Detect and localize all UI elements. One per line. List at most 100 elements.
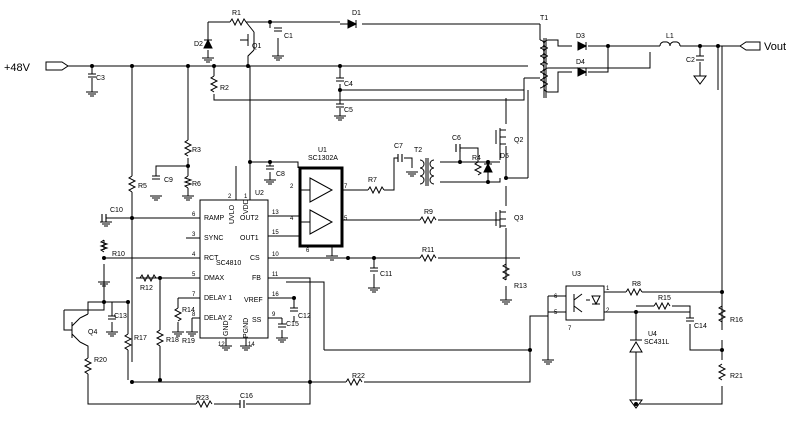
u3-pin-num: 1	[606, 286, 610, 292]
r10-body	[99, 239, 109, 253]
u3-optocoupler: U3 6 5 7 1 2	[554, 271, 610, 332]
r20-body	[83, 357, 93, 375]
r9-body	[419, 215, 437, 225]
diodes: D1 D2 D3 D4 D5	[194, 10, 588, 173]
vout-port: Vout	[739, 41, 786, 53]
r6-body	[183, 175, 193, 189]
u4-part: SC431L	[644, 339, 669, 346]
c9-label: C9	[164, 177, 173, 184]
u2-pin-num: 3	[192, 232, 196, 238]
u4-ref: U4	[648, 331, 657, 338]
u2-pin-num: 12	[218, 342, 225, 348]
capacitors: C1 C2 C3 C4 C5 C6 C7 C8 C9 C10 C11 C12 C…	[88, 27, 707, 408]
c13-label: C13	[114, 313, 127, 320]
r18-label: R18	[166, 337, 179, 344]
u2-pin-num: 16	[272, 292, 279, 298]
r3-label: R3	[192, 147, 201, 154]
r16-body	[717, 305, 727, 323]
t2-label: T2	[414, 147, 422, 154]
u2-part: SC4810	[216, 260, 241, 267]
r7-label: R7	[368, 177, 377, 184]
t1-label: T1	[540, 15, 548, 22]
r21-label: R21	[730, 373, 743, 380]
r12-label: R12	[140, 285, 153, 292]
u2-pin-label: VREF	[244, 297, 263, 304]
resistors: R1 R2 R3 R5 R6 R7 R9 R11 R10 R12 R13 R14…	[83, 10, 743, 409]
r5-label: R5	[138, 183, 147, 190]
u2-pin-num: 9	[272, 312, 276, 318]
r17-label: R17	[134, 335, 147, 342]
r22-body	[345, 377, 363, 387]
c10-label: C10	[110, 207, 123, 214]
u1-pin-num: 4	[290, 216, 294, 222]
u2-pin-label: OUT2	[240, 215, 259, 222]
c8-label: C8	[276, 171, 285, 178]
r22-label: R22	[352, 373, 365, 380]
q4-label: Q4	[88, 329, 97, 336]
d4-label: D4	[576, 59, 585, 66]
c6-label: C6	[452, 135, 461, 142]
r10-label: R10	[112, 251, 125, 258]
r4-label: R4	[472, 155, 481, 162]
u2-ref: U2	[255, 190, 264, 197]
r9-label: R9	[424, 209, 433, 216]
r21-body	[717, 363, 727, 381]
u3-pin-num: 7	[568, 326, 572, 332]
r11-label: R11	[422, 247, 434, 254]
u2-pin-label: DELAY 1	[204, 295, 232, 302]
u2-pin-num: 15	[272, 230, 279, 236]
r15-label: R15	[658, 295, 671, 302]
u2-pin-num: 4	[192, 252, 196, 258]
u3-pin-num: 6	[554, 294, 558, 300]
r23-body	[195, 399, 213, 409]
u2-pin-num: 11	[272, 272, 279, 278]
u1-driver: U1 SC1302A 2 7 4 5 6	[290, 147, 348, 256]
u2-pin-num: 1	[244, 194, 248, 200]
vin-port: +48V	[4, 61, 69, 74]
c1-label: C1	[284, 33, 293, 40]
u2-uvlo-label: UVLO	[229, 204, 236, 224]
u1-part: SC1302A	[308, 155, 338, 162]
transistors: Q1 Q2 Q3 Q4	[64, 34, 523, 343]
c3-label: C3	[96, 75, 105, 82]
d3-label: D3	[576, 33, 585, 40]
r6-label: R6	[192, 181, 201, 188]
u4-shunt-regulator: U4 SC431L	[629, 331, 669, 353]
r15-body	[653, 301, 671, 311]
u1-pin-num: 2	[290, 184, 294, 190]
r16-label: R16	[730, 317, 743, 324]
q1-label: Q1	[252, 43, 261, 50]
u2-pgnd-label: PGND	[243, 318, 250, 338]
r13-body	[501, 263, 511, 281]
u3-pin-num: 2	[606, 308, 610, 314]
u2-pin-label: OUT1	[240, 235, 259, 242]
vout-label: Vout	[764, 41, 786, 53]
r4-body	[473, 161, 483, 176]
r17-body	[123, 333, 133, 351]
r2-body	[209, 75, 219, 93]
c5-label: C5	[344, 107, 353, 114]
c14-label: C14	[694, 323, 707, 330]
u3-ref: U3	[572, 271, 581, 278]
u1-pin-num: 6	[306, 248, 310, 254]
d1-label: D1	[352, 10, 361, 17]
r19-label: R19	[182, 338, 195, 345]
vin-label: +48V	[4, 62, 31, 74]
r3-body	[183, 139, 193, 157]
u3-pin-num: 5	[554, 310, 558, 316]
d2-label: D2	[194, 41, 203, 48]
q3-label: Q3	[514, 215, 523, 222]
u2-pin-num: 7	[192, 292, 196, 298]
u2-pin-label: FB	[252, 275, 261, 282]
d5-label: D5	[500, 153, 509, 160]
r12-body	[139, 273, 157, 283]
u2-gnd-label: GND	[223, 320, 230, 336]
r7-body	[367, 185, 385, 195]
magnetics: T1 T2 L1	[414, 15, 681, 186]
c15-label: C15	[286, 321, 299, 328]
c11-label: C11	[380, 271, 392, 278]
r14-body	[173, 307, 183, 322]
u2-pin-label: SS	[252, 317, 262, 324]
r2-label: R2	[220, 85, 229, 92]
